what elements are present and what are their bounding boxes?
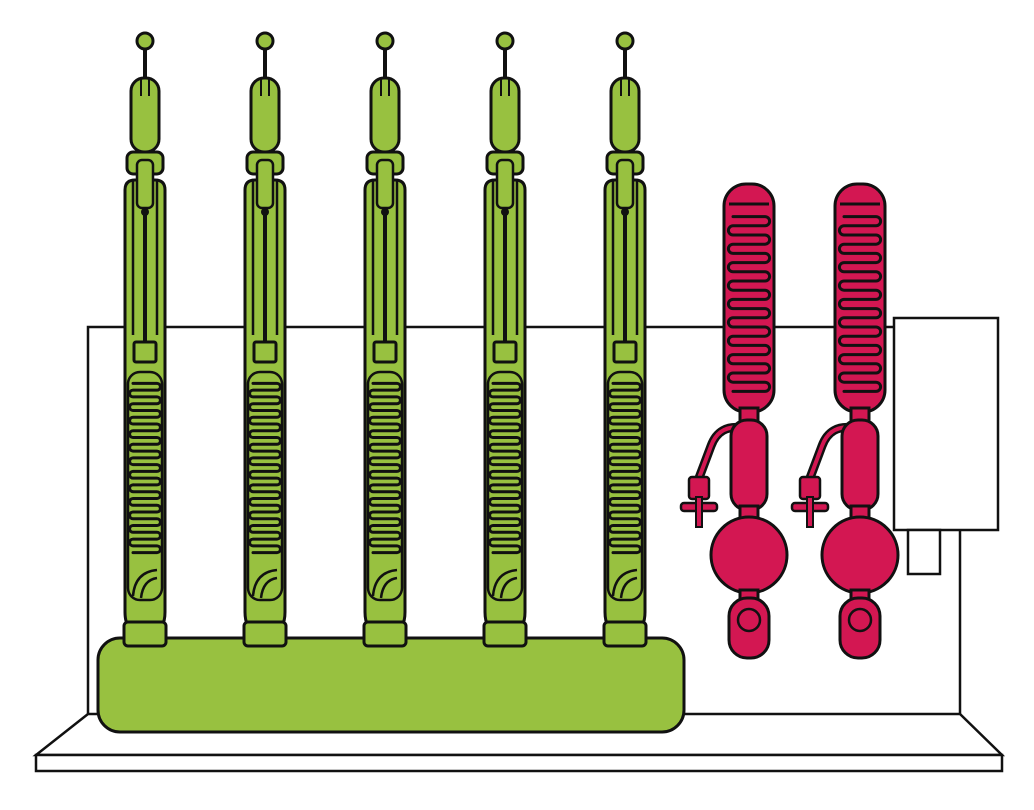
base-front xyxy=(34,753,1004,773)
tube-jacket xyxy=(251,180,279,335)
tube-valve xyxy=(492,340,518,364)
tube-inlet xyxy=(375,158,395,210)
tube-valve xyxy=(372,340,398,364)
tube-jacket xyxy=(491,180,519,335)
tube-capsule-slot xyxy=(500,78,510,96)
bulb-coil xyxy=(837,215,883,393)
magenta-bulb xyxy=(790,182,900,660)
tube-knob xyxy=(375,31,395,51)
tube-rod-cap xyxy=(141,208,149,216)
green-tube xyxy=(482,31,528,648)
tube-valve xyxy=(612,340,638,364)
bulb-receiver-ring xyxy=(736,607,762,633)
bulb-flask xyxy=(820,515,900,595)
tube-valve xyxy=(132,340,158,364)
tube-rod-cap xyxy=(501,208,509,216)
tube-knob xyxy=(615,31,635,51)
magenta-bulb-group xyxy=(679,182,900,660)
tube-inlet xyxy=(255,158,275,210)
bulb-capsule xyxy=(840,418,880,512)
tube-rod-cap xyxy=(621,208,629,216)
bulb-stopcock-stem xyxy=(806,496,814,528)
tube-inlet xyxy=(615,158,635,210)
bulb-arm xyxy=(808,425,856,480)
green-tube xyxy=(362,31,408,648)
tube-knob xyxy=(495,31,515,51)
tube-rod-cap xyxy=(381,208,389,216)
side-cabinet xyxy=(892,316,1000,532)
tube-jacket xyxy=(611,180,639,335)
bulb-coil xyxy=(726,215,772,393)
bulb-arm xyxy=(697,425,745,480)
tube-coil xyxy=(128,381,162,555)
magenta-bulb xyxy=(679,182,789,660)
tube-capsule xyxy=(129,76,161,154)
tube-coil-outlet xyxy=(251,568,278,599)
tube-capsule xyxy=(369,76,401,154)
tube-capsule xyxy=(249,76,281,154)
tube-foot xyxy=(482,620,528,648)
tube-coil xyxy=(608,381,642,555)
bulb-capsule xyxy=(729,418,769,512)
tube-foot xyxy=(362,620,408,648)
tube-coil xyxy=(368,381,402,555)
green-tube xyxy=(122,31,168,648)
tube-rod-cap xyxy=(261,208,269,216)
bulb-receiver-ring xyxy=(847,607,873,633)
tube-foot xyxy=(602,620,648,648)
cabinet-leg xyxy=(906,528,942,576)
tube-coil-outlet xyxy=(611,568,638,599)
tube-coil-outlet xyxy=(371,568,398,599)
tube-capsule xyxy=(489,76,521,154)
tube-coil-outlet xyxy=(491,568,518,599)
bulb-stopcock xyxy=(798,475,822,501)
bulb-stopcock xyxy=(687,475,711,501)
tube-foot xyxy=(242,620,288,648)
tube-coil-outlet xyxy=(131,568,158,599)
tube-inlet xyxy=(135,158,155,210)
tube-valve xyxy=(252,340,278,364)
tube-capsule-slot xyxy=(260,78,270,96)
tube-knob xyxy=(135,31,155,51)
tube-coil xyxy=(488,381,522,555)
green-tube xyxy=(242,31,288,648)
bulb-flask xyxy=(709,515,789,595)
tube-capsule-slot xyxy=(620,78,630,96)
tube-capsule xyxy=(609,76,641,154)
tube-inlet xyxy=(495,158,515,210)
tube-jacket xyxy=(371,180,399,335)
tube-capsule-slot xyxy=(140,78,150,96)
tube-foot xyxy=(122,620,168,648)
tube-jacket xyxy=(131,180,159,335)
tube-capsule-slot xyxy=(380,78,390,96)
bulb-stopcock-stem xyxy=(695,496,703,528)
tube-coil xyxy=(248,381,282,555)
green-tube-group xyxy=(122,31,648,648)
tube-knob xyxy=(255,31,275,51)
manifold-block xyxy=(96,636,686,734)
green-tube xyxy=(602,31,648,648)
